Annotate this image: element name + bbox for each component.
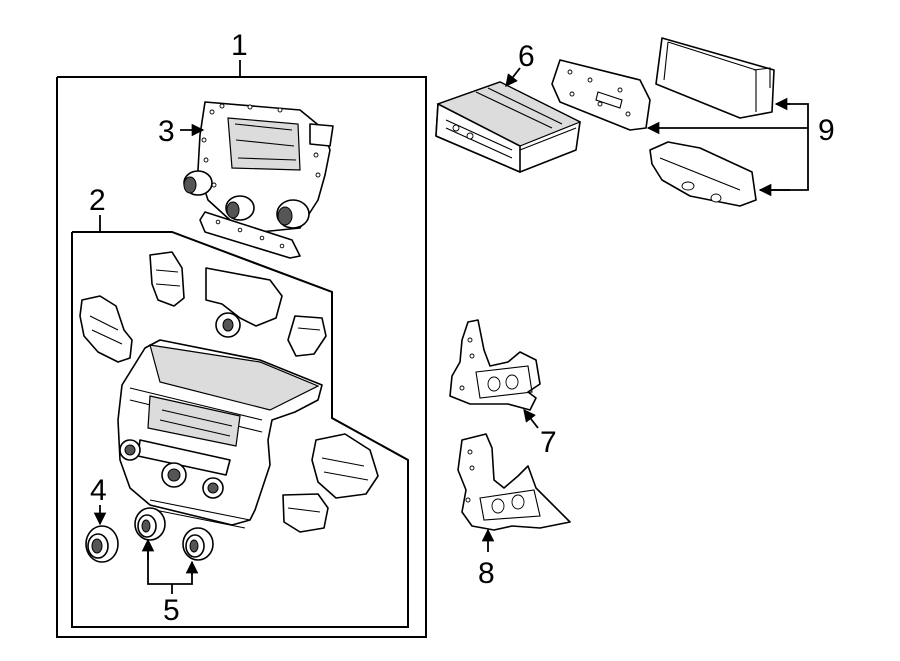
side-bracket-part-7 [449, 319, 541, 411]
callout-1: 1 [231, 29, 248, 62]
assembly-1-box [56, 60, 427, 638]
bracket-part-9-box [655, 37, 775, 119]
knob-part-4 [85, 525, 119, 563]
radio-unit-part-6 [435, 81, 582, 173]
callout-6: 6 [518, 40, 535, 73]
callout-5: 5 [163, 594, 180, 627]
callout-4: 4 [90, 474, 107, 507]
assembly-2-box [71, 215, 409, 628]
bracket-part-9-plate [551, 59, 651, 131]
control-panel-part-2 [79, 251, 379, 533]
callout-2: 2 [89, 184, 106, 217]
callout-3: 3 [158, 115, 175, 148]
bracket-part-9-lower [649, 141, 757, 207]
callout-7: 7 [540, 426, 557, 459]
side-bracket-part-8 [457, 433, 571, 531]
callout-8: 8 [478, 557, 495, 590]
callout-9: 9 [818, 114, 835, 147]
display-bezel-part-3 [183, 101, 334, 259]
